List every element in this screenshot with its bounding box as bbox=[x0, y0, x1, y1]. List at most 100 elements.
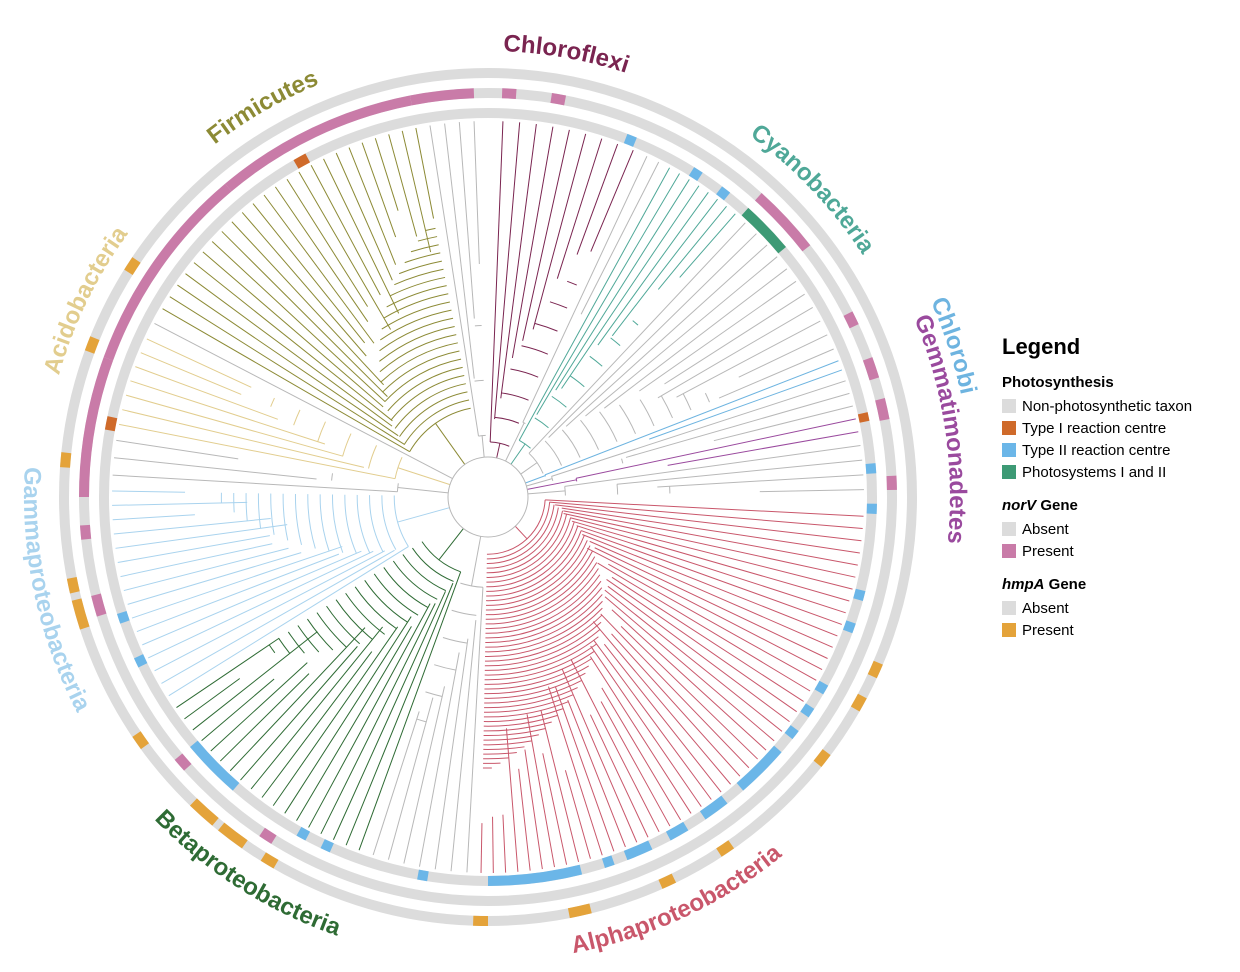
hmpa-segment bbox=[124, 257, 141, 275]
norv-segment bbox=[862, 357, 880, 381]
branch-leaf bbox=[147, 550, 374, 659]
branch-leaf bbox=[361, 142, 397, 238]
branch-leaf bbox=[607, 585, 790, 723]
branch-connector bbox=[619, 404, 636, 435]
branch-leaf bbox=[118, 423, 396, 480]
branch-leaf bbox=[473, 121, 480, 265]
branch-leaf bbox=[580, 530, 842, 625]
branch-connector bbox=[486, 510, 564, 574]
branch-leaf bbox=[211, 241, 386, 403]
branch-leaf bbox=[272, 626, 399, 806]
legend-swatch bbox=[1002, 522, 1016, 536]
branch-connector bbox=[486, 502, 551, 560]
legend-item-norv-present: Present bbox=[1002, 540, 1238, 562]
legend: Legend Photosynthesis Non-photosynthetic… bbox=[1002, 334, 1238, 655]
branch-connector bbox=[451, 609, 477, 616]
branch-connector bbox=[610, 337, 621, 347]
branch-connector bbox=[485, 600, 603, 653]
branch-leaf bbox=[570, 517, 853, 590]
branch-connector bbox=[335, 599, 373, 640]
branch-stem bbox=[525, 475, 546, 484]
branch-leaf bbox=[544, 360, 839, 476]
branch-leaf bbox=[466, 587, 484, 873]
branch-leaf bbox=[458, 122, 475, 319]
branch-leaf bbox=[418, 652, 460, 867]
branch-connector bbox=[409, 407, 471, 452]
branch-leaf bbox=[161, 549, 395, 684]
branch-leaf bbox=[403, 686, 446, 864]
tree-branches bbox=[112, 121, 864, 873]
branch-stem bbox=[496, 443, 501, 459]
photosynthesis-segment bbox=[417, 869, 429, 882]
branch-leaf bbox=[201, 678, 275, 742]
branch-leaf bbox=[593, 639, 712, 800]
branch-connector bbox=[379, 325, 455, 362]
branch-leaf bbox=[580, 161, 660, 315]
norv-segment bbox=[550, 93, 567, 106]
branch-connector bbox=[245, 493, 248, 521]
branch-leaf bbox=[620, 626, 758, 760]
branch-leaf bbox=[657, 206, 727, 290]
branch-leaf bbox=[676, 320, 821, 398]
branch-connector bbox=[398, 260, 442, 275]
branch-leaf bbox=[177, 284, 399, 437]
gene-name: hmpA bbox=[1002, 576, 1045, 593]
photosynthesis-segment bbox=[665, 821, 689, 841]
branch-connector bbox=[483, 708, 564, 723]
norv-segment bbox=[103, 183, 232, 361]
legend-group-norv: norV Gene Absent Present bbox=[1002, 497, 1238, 562]
branch-connector bbox=[485, 587, 603, 644]
branch-stem bbox=[397, 487, 449, 494]
branch-connector bbox=[386, 285, 447, 308]
branch-connector bbox=[474, 379, 484, 382]
branch-leaf bbox=[115, 524, 288, 549]
branch-connector bbox=[307, 618, 334, 651]
branch-leaf bbox=[310, 164, 381, 296]
branch-connector bbox=[389, 276, 446, 297]
legend-swatch bbox=[1002, 465, 1016, 479]
legend-swatch bbox=[1002, 399, 1016, 413]
branch-leaf bbox=[505, 728, 519, 872]
branch-connector bbox=[478, 434, 486, 437]
branch-stem bbox=[527, 479, 577, 490]
branch-connector bbox=[342, 433, 352, 457]
hmpa-segment bbox=[66, 576, 80, 594]
branch-leaf bbox=[112, 514, 195, 521]
hmpa-segment bbox=[71, 598, 90, 630]
branch-leaf bbox=[296, 626, 412, 821]
branch-leaf bbox=[185, 273, 393, 427]
branch-connector bbox=[356, 494, 371, 554]
photosynthesis-segment bbox=[842, 620, 856, 634]
branch-connector bbox=[319, 494, 330, 552]
branch-connector bbox=[270, 397, 275, 407]
branch-leaf bbox=[570, 659, 660, 833]
branch-leaf bbox=[759, 489, 864, 493]
branch-leaf bbox=[545, 499, 864, 517]
branch-connector bbox=[485, 540, 588, 606]
hmpa-segment bbox=[132, 731, 150, 750]
photosynthesis-segment bbox=[857, 412, 870, 423]
branch-connector bbox=[485, 568, 599, 630]
branch-connector bbox=[483, 714, 558, 727]
branch-leaf bbox=[221, 231, 388, 398]
branch-leaf bbox=[664, 293, 805, 385]
branch-connector bbox=[544, 474, 546, 477]
branch-connector bbox=[484, 679, 582, 704]
branch-leaf bbox=[667, 431, 859, 466]
norv-segment bbox=[79, 524, 92, 540]
hmpa-segment bbox=[716, 840, 735, 857]
branch-connector bbox=[483, 751, 517, 755]
norv-segment bbox=[91, 593, 107, 617]
branch-connector bbox=[561, 429, 581, 458]
branch-hub bbox=[447, 456, 529, 538]
branch-connector bbox=[567, 280, 577, 286]
branch-leaf bbox=[123, 547, 289, 592]
branch-leaf bbox=[308, 603, 431, 828]
branch-leaf bbox=[542, 753, 568, 865]
photosynthesis-segment bbox=[117, 610, 130, 624]
branch-leaf bbox=[429, 125, 479, 437]
branch-leaf bbox=[154, 322, 432, 468]
branch-leaf bbox=[112, 490, 186, 493]
branch-leaf bbox=[616, 459, 863, 485]
norv-segment bbox=[225, 95, 412, 192]
